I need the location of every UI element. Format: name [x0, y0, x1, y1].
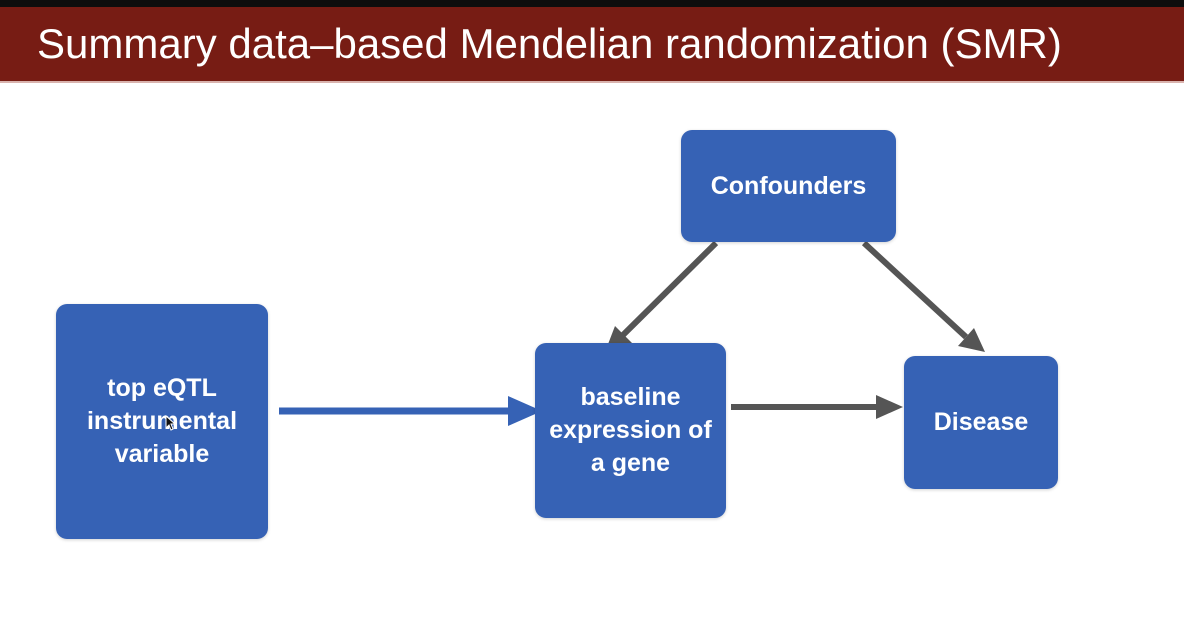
node-gene-expression: baseline expression of a gene — [535, 343, 726, 518]
edge-confounders-to-disease — [861, 240, 969, 340]
node-eqtl-instrument: top eQTL instrumental variable — [56, 304, 268, 539]
mouse-cursor-icon — [165, 415, 177, 431]
top-strip — [0, 0, 1184, 7]
node-confounders: Confounders — [681, 130, 896, 242]
node-disease: Disease — [904, 356, 1058, 489]
node-confounders-label: Confounders — [710, 171, 867, 200]
edge-confounders-to-expression — [620, 240, 719, 338]
arrowhead-eqtl-to-expression — [508, 396, 542, 426]
arrowhead-expression-to-disease — [876, 395, 903, 419]
title-bar: Summary data–based Mendelian randomizati… — [0, 7, 1184, 83]
slide-title: Summary data–based Mendelian randomizati… — [37, 20, 1062, 67]
node-disease-label: Disease — [933, 408, 1029, 436]
arrowhead-confounders-to-disease — [958, 328, 985, 352]
node-expression-label: baseline expression of a gene — [549, 383, 712, 477]
node-eqtl-label: top eQTL instrumental variable — [86, 374, 238, 468]
